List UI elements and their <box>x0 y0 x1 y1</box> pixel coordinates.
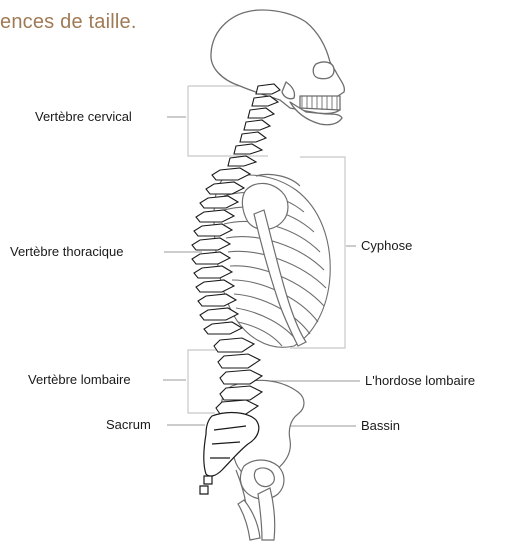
label-pelvis: Bassin <box>361 418 400 434</box>
skull <box>211 10 344 125</box>
label-kyphosis: Cyphose <box>361 238 412 254</box>
label-cervical-vertebra: Vertèbre cervical <box>35 109 132 125</box>
label-lumbar-lordosis: L'hordose lombaire <box>365 373 475 389</box>
label-lumbar-vertebra: Vertèbre lombaire <box>28 372 131 388</box>
label-thoracic-vertebra: Vertèbre thoracique <box>10 244 123 260</box>
label-sacrum: Sacrum <box>106 417 151 433</box>
